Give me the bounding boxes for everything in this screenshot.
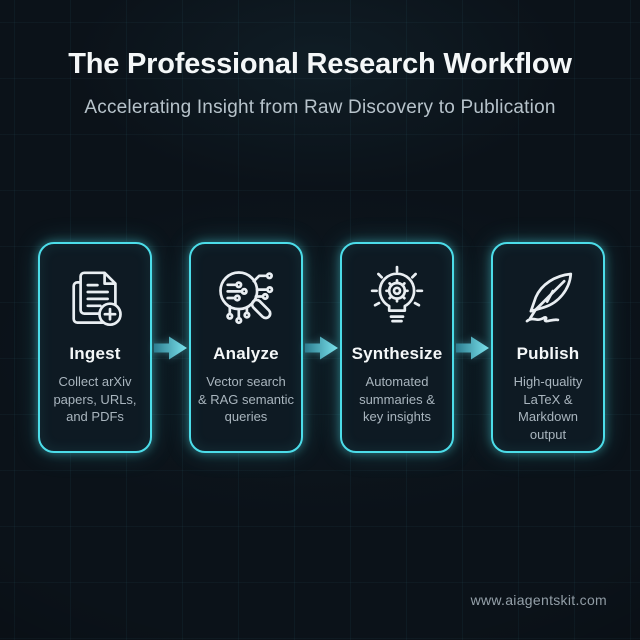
website-url: www.aiagentskit.com	[470, 592, 607, 608]
page-subtitle: Accelerating Insight from Raw Discovery …	[84, 97, 556, 119]
footer: www.aiagentskit.com	[471, 592, 607, 610]
lightbulb-gear-icon	[361, 262, 433, 334]
step-description: Vector search & RAG semantic queries	[197, 374, 295, 425]
step-description: High-quality LaTeX & Markdown output	[513, 374, 583, 443]
quill-pen-icon	[512, 262, 584, 334]
arrow-right-icon	[455, 331, 490, 365]
arrow-right-icon	[304, 331, 339, 365]
step-title: Analyze	[213, 344, 279, 363]
step-card-synthesize: Synthesize Automated summaries & key ins…	[340, 242, 454, 453]
workflow-steps: Ingest Collect arXiv papers, URLs, and P…	[38, 242, 605, 453]
step-description: Automated summaries & key insights	[359, 374, 435, 425]
step-title: Ingest	[69, 344, 121, 363]
documents-add-icon	[59, 262, 131, 334]
header: The Professional Research Workflow Accel…	[0, 0, 640, 119]
page-title: The Professional Research Workflow	[68, 48, 572, 80]
step-title: Synthesize	[351, 344, 443, 363]
step-card-ingest: Ingest Collect arXiv papers, URLs, and P…	[38, 242, 152, 453]
arrow-right-icon	[153, 331, 188, 365]
step-title: Publish	[516, 344, 580, 363]
magnifier-circuit-icon	[210, 262, 282, 334]
step-card-analyze: Analyze Vector search & RAG semantic que…	[189, 242, 303, 453]
step-description: Collect arXiv papers, URLs, and PDFs	[53, 374, 137, 425]
step-card-publish: Publish High-quality LaTeX & Markdown ou…	[491, 242, 605, 453]
